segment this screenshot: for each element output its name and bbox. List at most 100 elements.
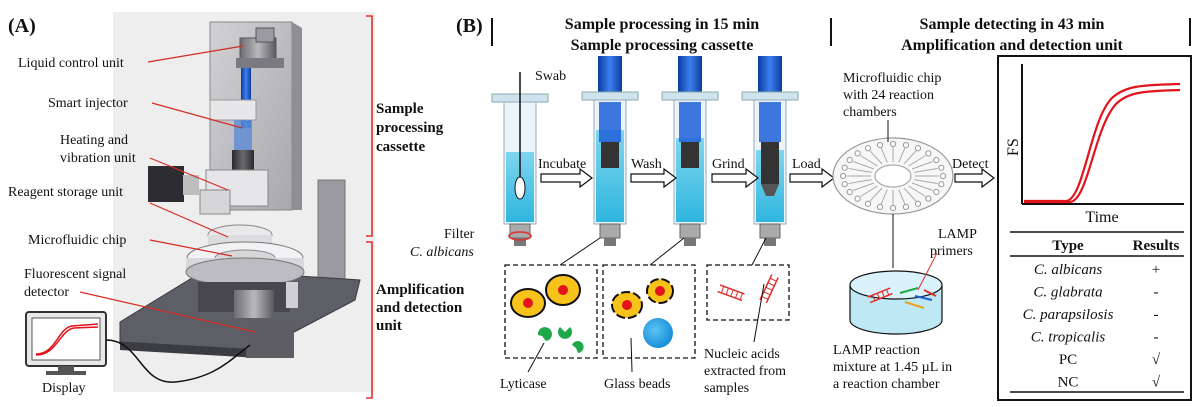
reaction-chamber-well [925,150,932,157]
zoom-box-lyticase [504,237,601,373]
chip-channel [869,187,883,202]
chip-channel [860,185,878,197]
reaction-chamber-well [925,195,932,202]
display-monitor [25,311,251,383]
amplification-curve [1024,82,1181,203]
table-cell-result: - [1154,330,1159,346]
reaction-chamber-well [841,181,848,188]
reaction-chamber-well [902,141,910,149]
step-arrows [540,167,995,189]
enzyme-shape [537,327,552,341]
chip-channel [908,155,926,167]
broken-yeast-cell [611,291,643,319]
bracket-sample-processing [366,15,373,237]
table-cell-result: √ [1152,352,1161,368]
reaction-chamber [849,214,943,335]
tube-swab [491,72,549,246]
label-smart-injector: Smart injector [48,96,128,111]
glass-bead [643,318,673,348]
table-cell-type: C. tropicalis [1031,330,1106,346]
chip-channel [914,179,938,184]
chip-channel [911,161,934,170]
table-cell-result: √ [1152,375,1161,391]
reaction-chamber-well [889,204,897,212]
table-cell-type: C. parapsilosis [1023,307,1114,323]
bracket-sample-line3: cassette [376,139,425,155]
label-c-albicans: C. albicans [410,245,474,260]
dna-fragment [867,287,893,304]
table-cell-type: C. glabrata [1033,285,1102,301]
zoom-box-glass-beads [602,237,696,373]
table-cell-result: - [1154,307,1159,323]
dna-fragment [717,284,745,302]
chip-channel [911,182,934,191]
reaction-chamber-well [938,181,945,188]
label-heating-line2: vibration unit [60,151,136,166]
table-cell-type: PC [1059,352,1077,368]
reaction-chamber-well [933,156,940,164]
reaction-chamber-well [839,172,847,180]
label-liquid-control-unit: Liquid control unit [18,56,124,71]
chip-line3: chambers [843,105,897,120]
yeast-cell [545,274,581,306]
table-cell-result: + [1152,262,1160,278]
table-header-results: Results [1133,238,1180,254]
nucleic-line3: samples [704,381,749,396]
table-cell-type: C. albicans [1034,262,1102,278]
panel-b: (B) Sample processing in 15 min Sample p… [410,15,1192,401]
label-fluorescent-line2: detector [24,285,69,300]
chip-channel [852,161,875,170]
chip-channel [903,187,917,202]
chip-line1: Microfluidic chip [843,71,941,86]
chip-channel [852,182,875,191]
chip-channel [860,155,878,167]
primer [914,295,933,301]
chip-channel [848,168,872,173]
enzyme-shape [558,327,572,339]
reaction-chamber-well [846,156,853,164]
step-grind: Grind [712,157,745,172]
reaction-chamber-well [876,203,884,211]
enzyme-shape [572,341,584,353]
panel-a-label: (A) [8,15,36,37]
panel-a: (A) [8,12,465,399]
chip-channel [898,147,906,163]
step-wash: Wash [631,157,662,172]
plot-ylabel: FS [1005,138,1022,156]
microfluidic-chip-diagram [832,137,954,215]
amplification-curve [1024,88,1181,204]
nucleic-line1: Nucleic acids [704,347,780,362]
lamp-primers-line1: LAMP [938,227,977,242]
chip-channel [908,185,926,197]
bracket-amplification [366,241,373,399]
chip-channel [898,189,906,205]
table-header-type: Type [1052,238,1084,254]
chip-channel [903,150,917,165]
reaction-chamber-well [854,195,861,202]
bracket-amp-line3: unit [376,318,402,334]
label-filter: Filter [444,227,475,242]
step-incubate: Incubate [538,157,586,172]
label-reagent-storage-unit: Reagent storage unit [8,185,123,200]
bracket-sample-line1: Sample [376,101,424,117]
results-table: Type Results C. albicans + C. glabrata - C. … [1010,231,1184,393]
amplification-plot [1021,64,1184,205]
device-illustration [119,21,361,358]
results-frame [997,55,1192,401]
syringe-tubes [581,56,799,246]
reaction-chamber-well [938,164,945,171]
label-swab: Swab [535,69,566,84]
lamp-primers-line2: primers [930,244,973,259]
syringe-tube [581,56,639,246]
reaction-chamber-well [864,145,872,152]
reaction-chamber-well [854,150,861,157]
step-load: Load [792,157,821,172]
reaction-chamber-well [914,200,922,207]
header-right-line1: Sample detecting in 43 min [920,16,1105,33]
reaction-chamber-well [889,140,897,148]
primer [899,287,919,294]
lamp-mix-line3: a reaction chamber [833,377,940,392]
label-fluorescent-line1: Fluorescent signal [24,267,126,282]
primer [923,289,937,297]
